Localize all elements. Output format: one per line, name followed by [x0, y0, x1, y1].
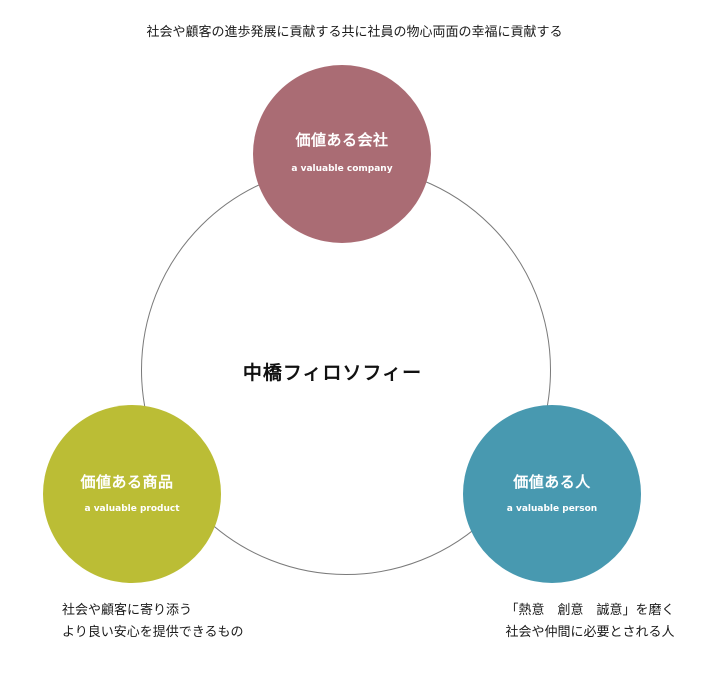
product-description-line-2: より良い安心を提供できるもの: [62, 625, 244, 640]
philosophy-title: 中橋フィロソフィー: [242, 362, 423, 384]
valuable-product-circle: 価値ある商品 a valuable product: [43, 405, 221, 583]
philosophy-caption: 社会や顧客の進歩発展に貢献する共に社員の物心両面の幸福に貢献する: [146, 25, 563, 40]
valuable-product-title: 価値ある商品: [80, 473, 174, 491]
valuable-company-circle: 価値ある会社 a valuable company: [253, 65, 431, 243]
valuable-person-subtitle: a valuable person: [506, 504, 598, 514]
valuable-person-circle: 価値ある人 a valuable person: [463, 405, 641, 583]
valuable-product-subtitle: a valuable product: [84, 504, 180, 514]
person-description-line-2: 社会や仲間に必要とされる人: [505, 625, 675, 640]
product-description: 社会や顧客に寄り添う より良い安心を提供できるもの: [62, 600, 243, 644]
valuable-person-title: 価値ある人: [513, 473, 591, 491]
product-description-line-1: 社会や顧客に寄り添う: [62, 603, 193, 618]
valuable-company-subtitle: a valuable company: [291, 164, 393, 174]
person-description: 「熱意 創意 誠意」を磨く 社会や仲間に必要とされる人: [470, 600, 709, 644]
valuable-company-title: 価値ある会社: [295, 131, 389, 149]
person-description-line-1: 「熱意 創意 誠意」を磨く: [505, 603, 675, 618]
